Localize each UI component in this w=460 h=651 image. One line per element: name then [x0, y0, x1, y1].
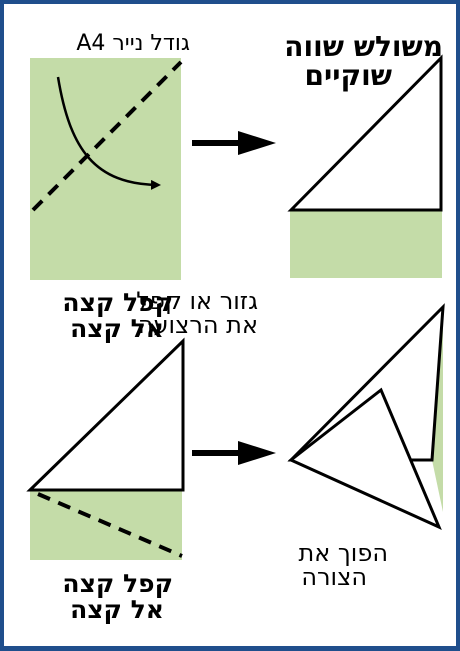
step4-label-line-2: הצורה: [301, 563, 367, 591]
paper-size-label: גודל נייר A4: [76, 31, 190, 56]
folded-triangle: [26, 337, 185, 492]
step3-panel: [26, 337, 185, 560]
fold-line-dashed: [31, 60, 183, 212]
folded-triangle: [287, 54, 443, 212]
step1-label-line-1: קפל קצה: [62, 288, 173, 317]
step4-label-line-1: הפוך את: [298, 539, 388, 567]
paper-strip: [290, 210, 442, 278]
step2-label-line-2: את הרצועה: [137, 311, 258, 339]
right-arrow-2: [192, 441, 276, 465]
step2-label-line-1: גזור או קפל: [136, 287, 258, 315]
fold-line-dashed: [37, 492, 183, 558]
step1-label-line-2: אל קצה: [70, 314, 164, 343]
front-triangle: [288, 387, 442, 530]
title-line-2: שוקיים: [304, 59, 392, 92]
step3-label-line-1: קפל קצה: [62, 569, 173, 598]
fold-direction-arrow: [56, 76, 161, 190]
a4-paper: [30, 58, 181, 280]
right-arrow-1: [192, 131, 276, 155]
step2-panel: [287, 54, 443, 278]
step3-label-line-2: אל קצה: [70, 595, 164, 624]
step4-panel: [287, 303, 445, 530]
title-line-1: משולש שווה: [284, 30, 443, 63]
step1-panel: [30, 58, 183, 280]
